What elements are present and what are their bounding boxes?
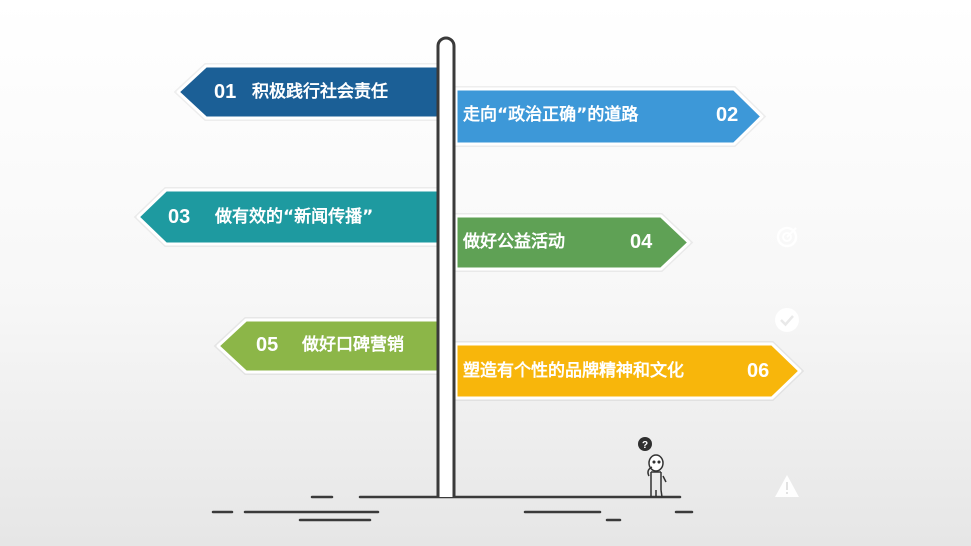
ground-lines (211, 495, 694, 522)
sign-04-text: 做好公益活动 (463, 232, 565, 252)
warning-icon (775, 475, 799, 497)
signpost-pole (436, 36, 456, 497)
sign-03-text: 做有效的“新闻传播” (215, 207, 374, 227)
sign-03-number: 03 (168, 206, 191, 228)
sign-06-arrow (454, 342, 802, 400)
sign-06-text: 塑造有个性的品牌精神和文化 (463, 361, 684, 381)
sign-04-number: 04 (630, 231, 653, 253)
signs-layer (133, 63, 805, 401)
sign-05-number: 05 (256, 334, 279, 356)
sign-06-number: 06 (747, 360, 770, 382)
sign-02-arrow (454, 87, 764, 146)
thinking-character: ? (638, 437, 667, 498)
sign-01-number: 01 (214, 81, 237, 103)
sign-02-text: 走向“政治正确”的道路 (463, 105, 639, 125)
sign-02-number: 02 (716, 104, 739, 126)
sign-04-arrow (454, 214, 691, 271)
question-bubble (638, 437, 652, 451)
sign-05-text: 做好口碑营销 (302, 335, 404, 355)
check-circle-icon (775, 308, 799, 332)
target-icon (776, 226, 798, 248)
question-mark: ? (642, 440, 648, 451)
sign-01-text: 积极践行社会责任 (252, 82, 388, 102)
